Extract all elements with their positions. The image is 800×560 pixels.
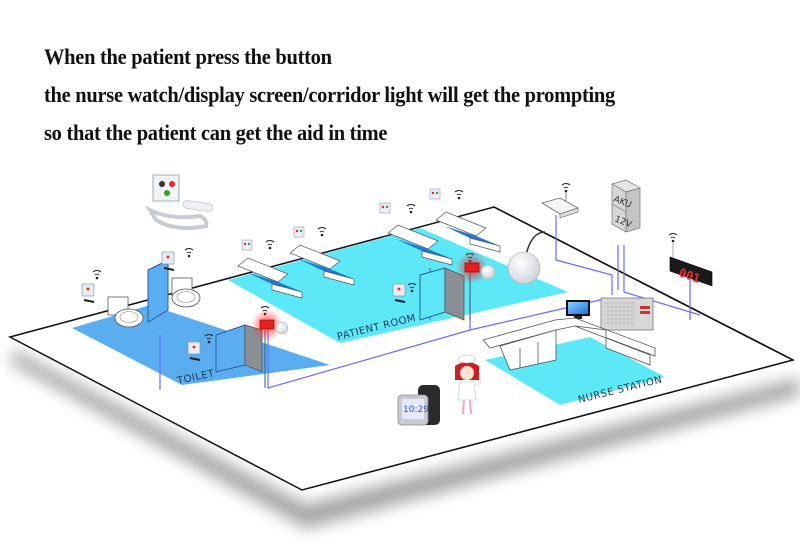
wifi-icon [184,248,194,258]
nurse-watch-time: 10:29 [403,405,429,415]
call-button-panel-icon [429,188,441,200]
floor-shadow [10,350,800,528]
call-button-panel-icon [241,239,253,251]
host-console-icon [600,297,654,331]
call-button-panel-icon [81,283,95,303]
toilet-partition [147,259,169,323]
call-button-panel-icon [379,202,391,214]
caption-line-1: When the patient press the button [44,44,332,69]
wifi-icon [317,227,327,237]
wifi-icon [668,233,678,243]
wifi-icon [92,270,102,280]
dome-light-icon [507,231,546,285]
bed-icon [435,211,501,253]
wifi-icon [407,283,417,293]
patient-room-door [419,267,465,321]
nurse-figure-icon [455,354,483,415]
nurse-station-desk [482,317,656,371]
call-button-panel-icon [392,283,406,303]
wifi-icon [265,240,275,250]
power-unit-icon: AKU 12V [611,179,641,233]
router-icon [541,192,579,219]
monitor-icon [566,300,590,319]
nurse-watch-icon: 10:29 [397,385,440,426]
bed-icon [237,257,303,299]
caption: When the patient press the button the nu… [44,38,658,152]
wifi-icon [406,204,416,214]
call-button-panel-icon [161,251,175,271]
wifi-icon [204,334,214,344]
call-button-handset-icon [144,174,214,230]
corridor-light-patient-room [456,252,496,284]
toilet-bowl-icon [107,296,144,328]
caption-line-2: the nurse watch/display screen/corridor … [44,82,615,107]
call-button-panel-icon [187,341,201,361]
call-button-panel-icon [293,226,305,238]
wifi-icon [561,183,571,193]
bed-icon [387,224,453,266]
caption-line-3: so that the patient can get the aid in t… [44,120,388,145]
led-display-value: 001 [677,266,702,286]
wifi-icon [454,190,464,200]
corridor-light-toilet [251,309,289,341]
toilet-bowl-icon [171,277,201,308]
bed-icon [289,244,355,286]
beds [237,188,501,299]
call-button-panels [81,251,406,361]
led-display: 001 [669,243,713,287]
